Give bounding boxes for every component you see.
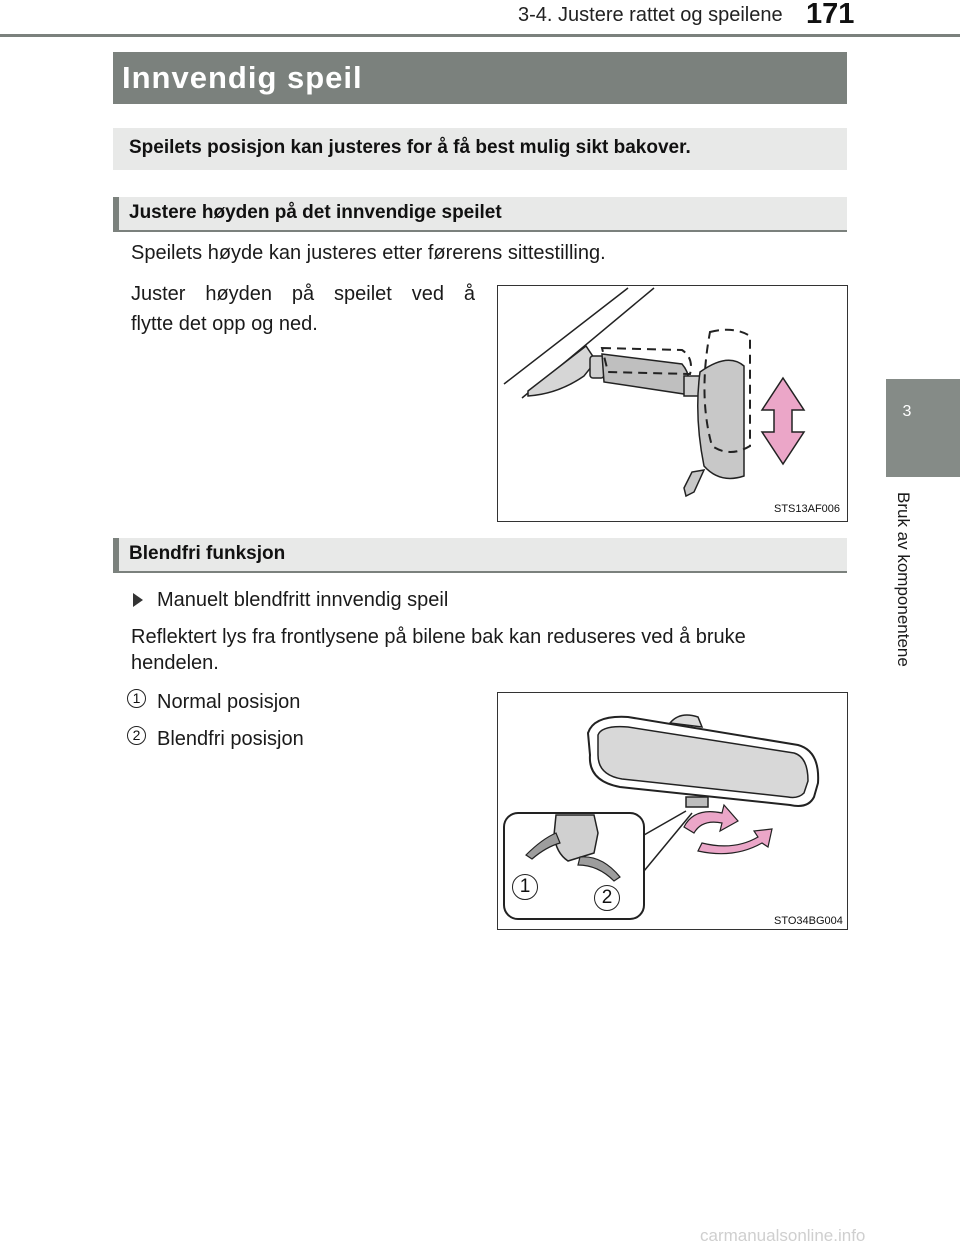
item-label-2: Blendfri posisjon (157, 728, 304, 750)
mirror-height-illustration (503, 287, 806, 498)
chapter-tab (886, 379, 960, 477)
height-text-1: Speilets høyde kan justeres etter førere… (131, 242, 606, 264)
bullet-arrow-icon (133, 593, 143, 607)
figure-callout-2: 2 (594, 885, 620, 911)
header-rule (0, 34, 960, 37)
subheading-antiglare: Blendfri funksjon (113, 538, 847, 573)
antiglare-text-1: Reflektert lys fra frontlysene på bilene… (131, 626, 746, 648)
section-title-bar: Innvendig speil (113, 52, 847, 104)
antiglare-illustration (503, 714, 820, 920)
section-title: Innvendig speil (122, 60, 363, 95)
figure-code-2: STO34BG004 (774, 915, 843, 927)
item-number-1: 1 (127, 689, 146, 708)
subheading-marker (113, 197, 119, 230)
antiglare-text-2: hendelen. (131, 652, 219, 674)
subheading-height-text: Justere høyden på det innvendige speilet (129, 202, 502, 223)
figure-callout-1: 1 (512, 874, 538, 900)
page-number: 171 (806, 0, 855, 30)
chapter-number: 3 (902, 403, 912, 420)
watermark: carmanualsonline.info (700, 1226, 866, 1245)
antiglare-figure: 1 2 STO34BG004 (497, 692, 848, 930)
subheading-marker (113, 538, 119, 571)
mirror-height-figure: STS13AF006 (497, 285, 848, 522)
height-text-2a: Juster høyden på speilet ved å (131, 283, 475, 305)
height-text-2b: flytte det opp og ned. (131, 313, 318, 335)
item-label-1: Normal posisjon (157, 691, 301, 713)
figure-code-1: STS13AF006 (774, 503, 841, 515)
running-title: 3-4. Justere rattet og speilene (518, 4, 783, 26)
item-number-2: 2 (127, 726, 146, 745)
antiglare-bullet: Manuelt blendfritt innvendig speil (157, 589, 449, 611)
chapter-label: Bruk av komponentene (893, 492, 923, 732)
intro-text: Speilets posisjon kan justeres for å få … (129, 137, 691, 158)
intro-box: Speilets posisjon kan justeres for å få … (113, 128, 847, 170)
subheading-height: Justere høyden på det innvendige speilet (113, 197, 847, 232)
chapter-label-text: Bruk av komponentene (894, 492, 913, 667)
subheading-antiglare-text: Blendfri funksjon (129, 543, 286, 564)
